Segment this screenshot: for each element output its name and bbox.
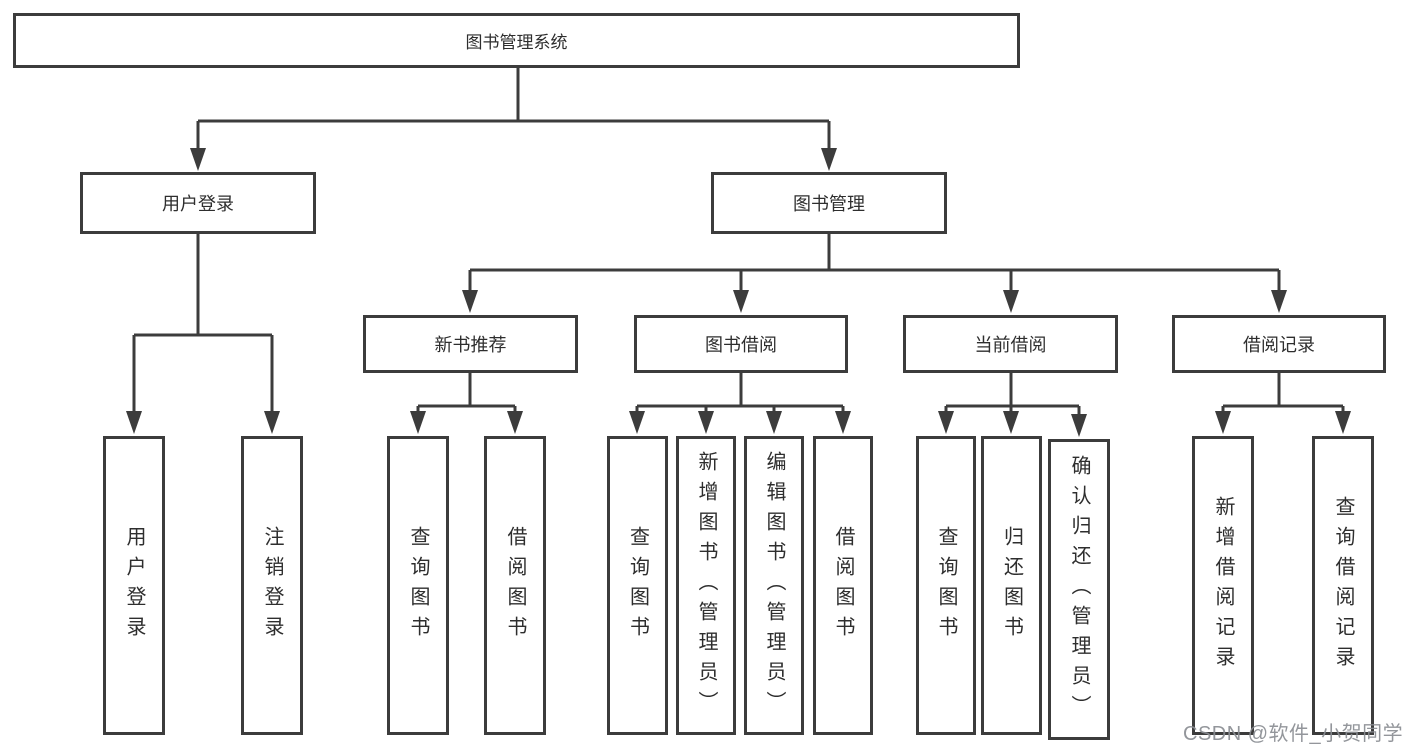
- arrow-icon: [733, 290, 749, 313]
- edge-book-borrow-to-leaves: [635, 373, 845, 416]
- leaf-query-books-current: 查询图书: [916, 436, 976, 735]
- node-borrow-records: 借阅记录: [1172, 315, 1386, 373]
- leaf-add-borrow-record-label: 新增借阅记录: [1212, 495, 1234, 676]
- node-new-book-recommend-label: 新书推荐: [434, 335, 507, 355]
- node-root-label: 图书管理系统: [465, 33, 568, 52]
- arrow-icon: [1071, 414, 1087, 437]
- leaf-confirm-return-admin: 确认归还（管理员）: [1048, 439, 1110, 740]
- leaf-return-books-label: 归还图书: [1000, 525, 1023, 646]
- leaf-borrow-books-label: 借阅图书: [832, 525, 854, 646]
- edge-book-management-to-level3: [468, 234, 1281, 295]
- arrow-icon: [190, 148, 206, 171]
- leaf-query-books-recommend: 查询图书: [387, 436, 449, 735]
- leaf-borrow-books-recommend: 借阅图书: [484, 436, 546, 735]
- leaf-add-books-admin: 新增图书（管理员）: [676, 436, 736, 735]
- edge-new-book-recommend-to-leaves: [416, 373, 517, 416]
- leaf-user-login: 用户登录: [103, 436, 165, 735]
- leaf-borrow-books-recommend-label: 借阅图书: [504, 525, 526, 646]
- edge-borrow-records-to-leaves: [1221, 373, 1345, 416]
- node-new-book-recommend: 新书推荐: [363, 315, 578, 373]
- arrow-icon: [835, 411, 851, 434]
- arrow-icon: [698, 411, 714, 434]
- leaf-query-books-current-label: 查询图书: [935, 525, 957, 646]
- node-root: 图书管理系统: [13, 13, 1020, 68]
- leaf-query-books-borrow: 查询图书: [607, 436, 668, 735]
- arrow-icon: [126, 411, 142, 434]
- node-borrow-records-label: 借阅记录: [1243, 335, 1315, 355]
- leaf-query-borrow-record: 查询借阅记录: [1312, 436, 1374, 735]
- leaf-confirm-return-admin-label: 确认归还（管理员）: [1068, 454, 1090, 725]
- arrow-icon: [1335, 411, 1351, 434]
- node-current-borrow: 当前借阅: [903, 315, 1118, 373]
- arrow-icon: [629, 411, 645, 434]
- node-user-login-label: 用户登录: [162, 194, 234, 214]
- arrow-icon: [1003, 411, 1019, 434]
- arrow-icon: [938, 411, 954, 434]
- edge-current-borrow-to-leaves: [944, 373, 1081, 419]
- node-user-login: 用户登录: [80, 172, 316, 234]
- arrow-icon: [264, 411, 280, 434]
- edge-root-to-level2: [196, 68, 831, 153]
- leaf-add-borrow-record: 新增借阅记录: [1192, 436, 1254, 735]
- edge-user-login-to-leaves: [132, 234, 274, 416]
- leaf-add-books-admin-label: 新增图书（管理员）: [695, 450, 717, 721]
- arrow-icon: [1271, 290, 1287, 313]
- leaf-return-books: 归还图书: [981, 436, 1042, 735]
- arrow-icon: [1003, 290, 1019, 313]
- arrow-icon: [462, 290, 478, 313]
- node-book-management: 图书管理: [711, 172, 947, 234]
- leaf-logout-label: 注销登录: [261, 525, 283, 646]
- leaf-logout: 注销登录: [241, 436, 303, 735]
- arrow-icon: [1215, 411, 1231, 434]
- node-current-borrow-label: 当前借阅: [974, 335, 1047, 355]
- arrow-icon: [507, 411, 523, 434]
- node-book-borrow-label: 图书借阅: [705, 335, 777, 355]
- leaf-query-borrow-record-label: 查询借阅记录: [1332, 495, 1354, 676]
- node-book-borrow: 图书借阅: [634, 315, 848, 373]
- leaf-query-books-borrow-label: 查询图书: [626, 525, 649, 646]
- csdn-watermark: CSDN @软件_小贺同学: [1183, 723, 1404, 745]
- arrow-icon: [766, 411, 782, 434]
- leaf-user-login-label: 用户登录: [123, 525, 145, 646]
- arrow-icon: [410, 411, 426, 434]
- node-book-management-label: 图书管理: [793, 194, 865, 214]
- leaf-query-books-recommend-label: 查询图书: [407, 525, 429, 646]
- arrow-icon: [821, 148, 837, 171]
- leaf-edit-books-admin-label: 编辑图书（管理员）: [763, 450, 785, 721]
- leaf-borrow-books: 借阅图书: [813, 436, 873, 735]
- leaf-edit-books-admin: 编辑图书（管理员）: [744, 436, 804, 735]
